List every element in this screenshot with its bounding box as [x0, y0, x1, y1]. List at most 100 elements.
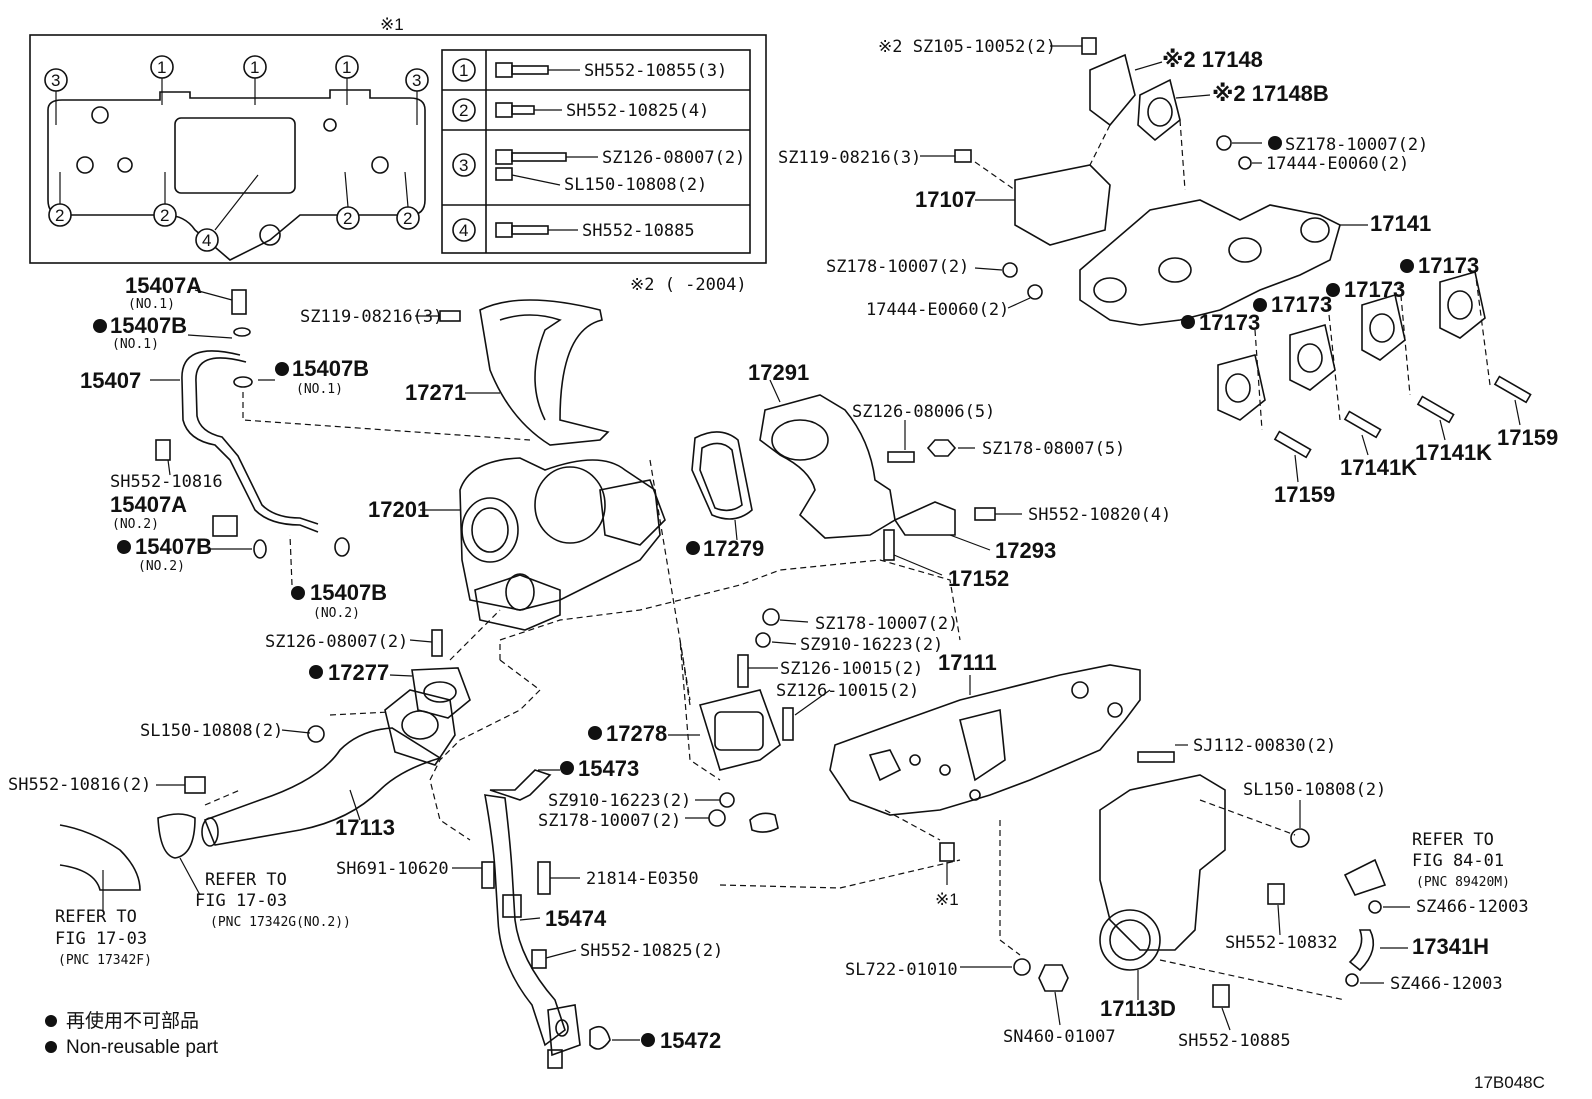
washer-icon	[1027, 284, 1043, 300]
plug-icon	[1038, 964, 1069, 992]
stud-icon	[537, 861, 551, 895]
part-label: FIG 17-03	[195, 891, 287, 911]
gasket-ring	[233, 327, 251, 337]
part-label: 15407B	[310, 580, 387, 605]
union-fitting	[212, 515, 238, 537]
bolt-icon	[495, 102, 535, 118]
legend-jp: 再使用不可部品	[66, 1010, 199, 1032]
bolt-icon	[184, 776, 206, 794]
exhaust-elbow-17291: 17291 SZ126-08006(5) SZ178-08007(5)	[748, 360, 1125, 539]
part-label: (NO.2)	[313, 606, 360, 621]
part-label: 17271	[405, 380, 466, 405]
nut-icon	[1216, 135, 1232, 151]
stud-icon	[1416, 395, 1455, 424]
inset-row-num: 1	[459, 61, 468, 80]
svg-text:2: 2	[343, 209, 352, 228]
stud-icon	[887, 451, 915, 463]
inset-hole	[91, 106, 109, 124]
washer-icon	[1238, 156, 1252, 170]
svg-text:2: 2	[403, 209, 412, 228]
engine-block-outline	[429, 559, 961, 889]
non-reusable-icon	[1253, 298, 1267, 312]
part-label: (PNC 17342F)	[58, 953, 152, 968]
bolt-icon	[1212, 984, 1230, 1008]
part-label: 17444-E0060(2)	[1266, 154, 1409, 174]
part-label: SZ119-08216(3)	[778, 148, 921, 168]
part-label: FIG 17-03	[55, 929, 147, 949]
part-label: 17293	[995, 538, 1056, 563]
exhaust-manifold-17141	[1079, 199, 1341, 326]
part-label: 15407B	[292, 356, 369, 381]
inset-row-text: SH552-10825(4)	[566, 101, 709, 121]
inset-hole	[323, 118, 337, 132]
part-label: 15474	[545, 906, 607, 931]
part-label: 15407A	[110, 492, 187, 517]
oil-feed-pipe	[150, 289, 531, 586]
exhaust-pipe-17113: SZ126-08007(2) 17277 SL150-10808(2) SH55…	[8, 609, 501, 968]
note1-mark: ※1	[380, 15, 404, 34]
bolt-icon	[531, 949, 547, 969]
non-reusable-icon	[1181, 315, 1195, 329]
bolt-icon	[155, 439, 171, 461]
turbocharger-17201: 17201	[368, 457, 666, 631]
oil-return-pipe: 15473 SH691-10620 21814-E0350 15474 SH55…	[336, 756, 723, 1069]
part-label: 17278	[606, 721, 667, 746]
inset-row-text: SH552-10885	[582, 221, 695, 241]
non-reusable-icon	[309, 665, 323, 679]
nut-icon	[926, 439, 957, 457]
svg-text:1: 1	[157, 58, 166, 77]
plate-17293: SH552-10820(4) 17293 17152	[883, 501, 1171, 591]
inset-hole	[76, 156, 94, 174]
part-label: (NO.1)	[128, 297, 175, 312]
svg-text:1: 1	[342, 58, 351, 77]
inset-gasket-outline	[47, 89, 426, 261]
inset-table: 1 2 3 4 SH552-10855(3) SH552-10825(4) SZ…	[441, 49, 751, 254]
stud-icon	[1273, 430, 1312, 459]
stud-icon	[431, 629, 443, 657]
inset-row-text: SH552-10855(3)	[584, 61, 727, 81]
gasket-15473	[489, 769, 552, 801]
inset-frame	[29, 34, 767, 264]
part-label: SZ178-10007(2)	[1285, 135, 1428, 155]
nut-icon	[708, 809, 726, 827]
part-label: 17141K	[1415, 440, 1492, 465]
svg-text:2: 2	[55, 206, 64, 225]
non-reusable-icon	[117, 540, 131, 554]
part-label: SZ178-08007(5)	[982, 439, 1125, 459]
part-label: SL150-10808(2)	[1243, 780, 1386, 800]
part-label: SL150-10808(2)	[140, 721, 283, 741]
part-label: SL722-01010	[845, 960, 958, 980]
svg-text:4: 4	[202, 231, 211, 250]
stud-icon	[737, 654, 749, 688]
stud-icon	[1343, 410, 1382, 439]
stud-icon	[1493, 375, 1532, 404]
part-label: SN460-01007	[1003, 1027, 1116, 1047]
part-label: SH552-10816(2)	[8, 775, 151, 795]
non-reusable-icon	[1400, 259, 1414, 273]
gasket-17279: 17279	[686, 431, 764, 561]
part-label: 17113	[335, 815, 395, 840]
hose-end	[59, 824, 141, 891]
non-reusable-icon	[45, 1015, 57, 1027]
part-label: 17111	[938, 650, 997, 675]
outlet-17113D: SL150-10808(2) SH552-10832 SL722-01010 S…	[845, 774, 1386, 1051]
inset-hole	[259, 224, 281, 246]
bolt-icon	[495, 62, 549, 78]
non-reusable-icon	[45, 1041, 57, 1053]
part-label: 17444-E0060(2)	[866, 300, 1009, 320]
part-label: (NO.2)	[112, 517, 159, 532]
part-label: 17201	[368, 497, 429, 522]
washer-icon	[719, 792, 735, 808]
part-label: ※2 SZ105-10052(2)	[878, 37, 1056, 57]
part-label: 17152	[948, 566, 1009, 591]
part-label: 15472	[660, 1028, 721, 1053]
part-label: REFER TO	[1412, 830, 1494, 850]
cover-17148	[1089, 53, 1136, 127]
part-label: SZ466-12003	[1416, 897, 1529, 917]
inset-row-num: 3	[459, 156, 468, 175]
part-label: SZ178-10007(2)	[815, 614, 958, 634]
non-reusable-icon	[1326, 283, 1340, 297]
stud-icon	[883, 529, 895, 561]
nut-icon	[1002, 262, 1018, 278]
inset-row-num: 2	[459, 101, 468, 120]
